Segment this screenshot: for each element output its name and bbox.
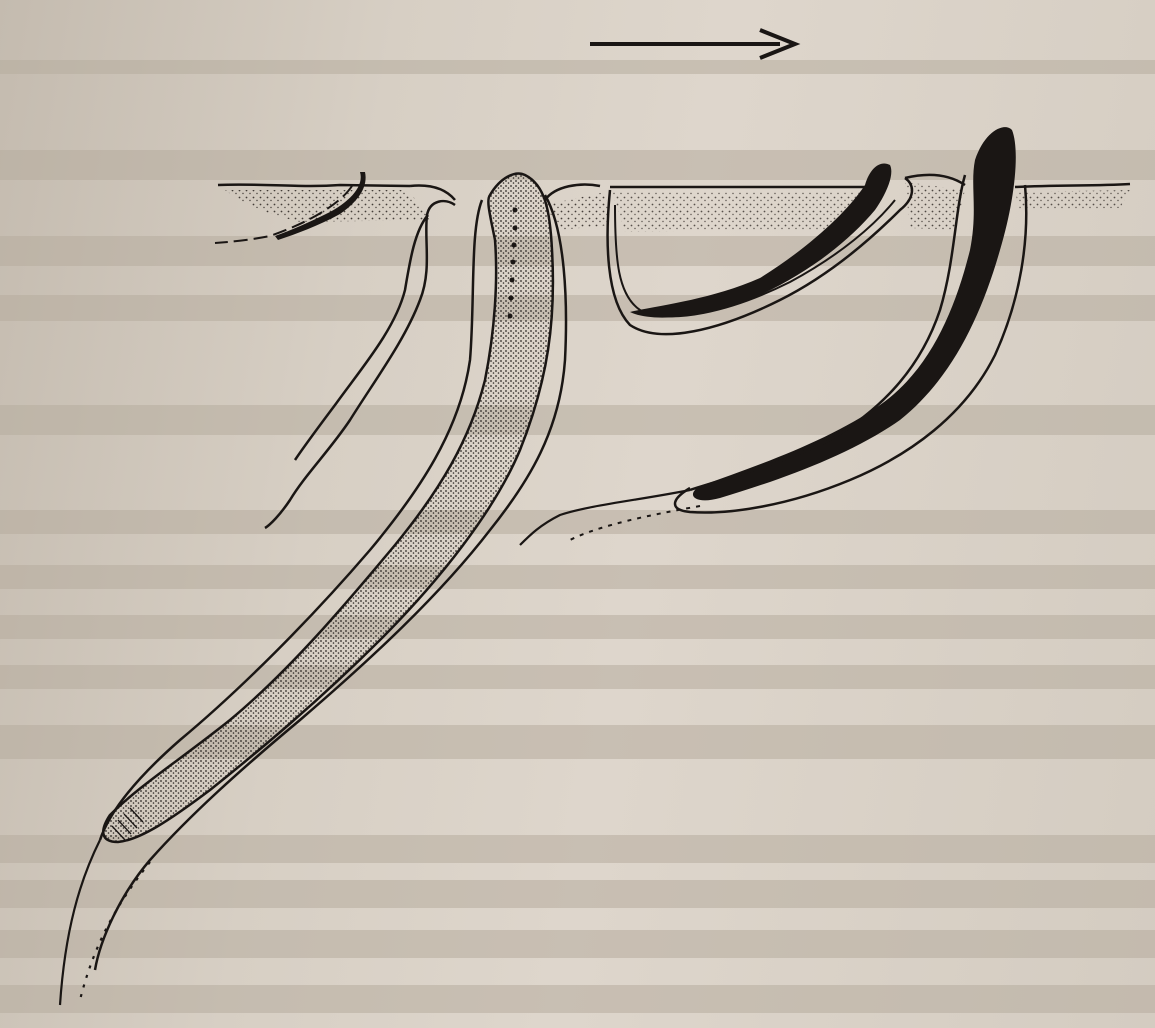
u-burrow-worm <box>608 164 912 335</box>
stippled-worm <box>60 174 566 1005</box>
direction-arrow <box>590 30 795 58</box>
large-burrow <box>265 201 455 528</box>
